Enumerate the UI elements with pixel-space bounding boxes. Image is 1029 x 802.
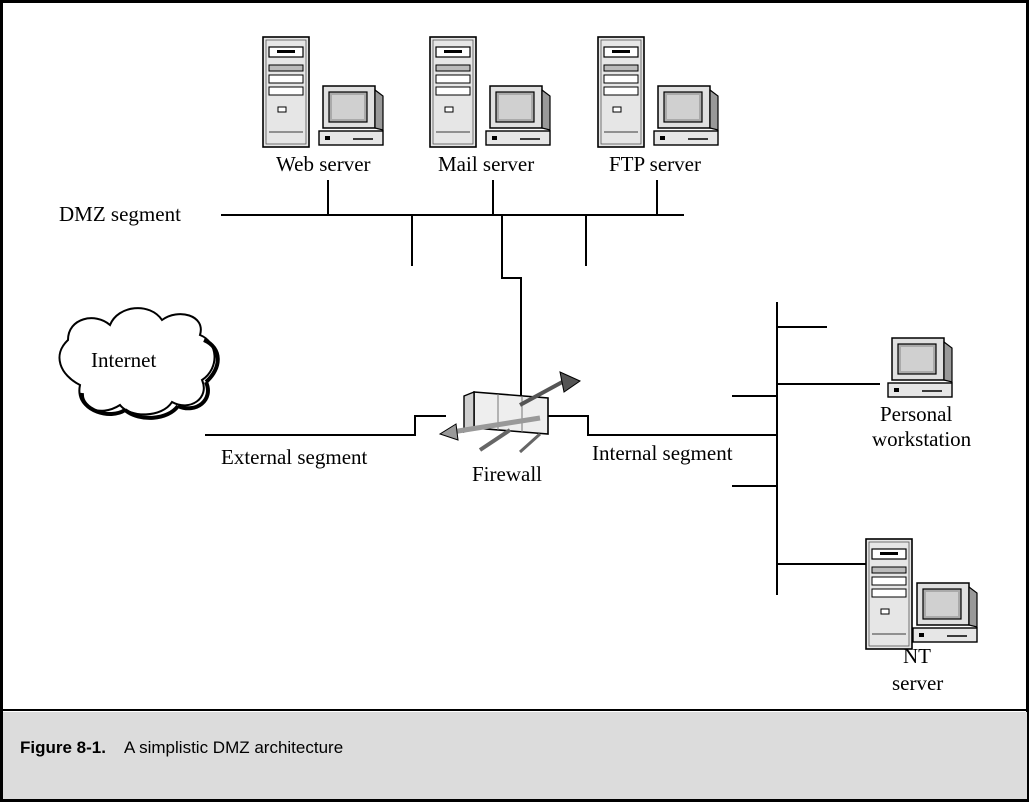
figure-number: Figure 8-1. xyxy=(20,738,106,757)
figure-caption-text: A simplistic DMZ architecture xyxy=(124,738,344,757)
internet-label: Internet xyxy=(91,348,156,372)
mail-server-label: Mail server xyxy=(438,152,534,176)
firewall-icon xyxy=(438,371,582,454)
web-server-label: Web server xyxy=(276,152,371,176)
internal-segment-link xyxy=(548,415,777,436)
internal-segment-label: Internal segment xyxy=(592,441,733,465)
internal-segment-line xyxy=(732,302,880,595)
ftp-server-icon xyxy=(597,36,719,148)
nt-server-icon xyxy=(865,538,978,650)
dmz-segment-line xyxy=(221,180,684,398)
workstation-label-line2: workstation xyxy=(872,427,972,451)
external-segment-label: External segment xyxy=(221,445,368,469)
nt-server-label-line1: NT xyxy=(903,644,931,668)
dmz-segment-label: DMZ segment xyxy=(59,202,181,226)
firewall-label: Firewall xyxy=(472,462,542,486)
nt-server-label-line2: server xyxy=(892,671,943,695)
workstation-label-line1: Personal xyxy=(880,402,952,426)
mail-server-icon xyxy=(429,36,551,148)
workstation-icon xyxy=(887,337,953,398)
figure-caption: Figure 8-1. A simplistic DMZ architectur… xyxy=(3,712,1027,799)
web-server-icon xyxy=(262,36,384,148)
ftp-server-label: FTP server xyxy=(609,152,701,176)
external-segment-line xyxy=(205,415,446,436)
